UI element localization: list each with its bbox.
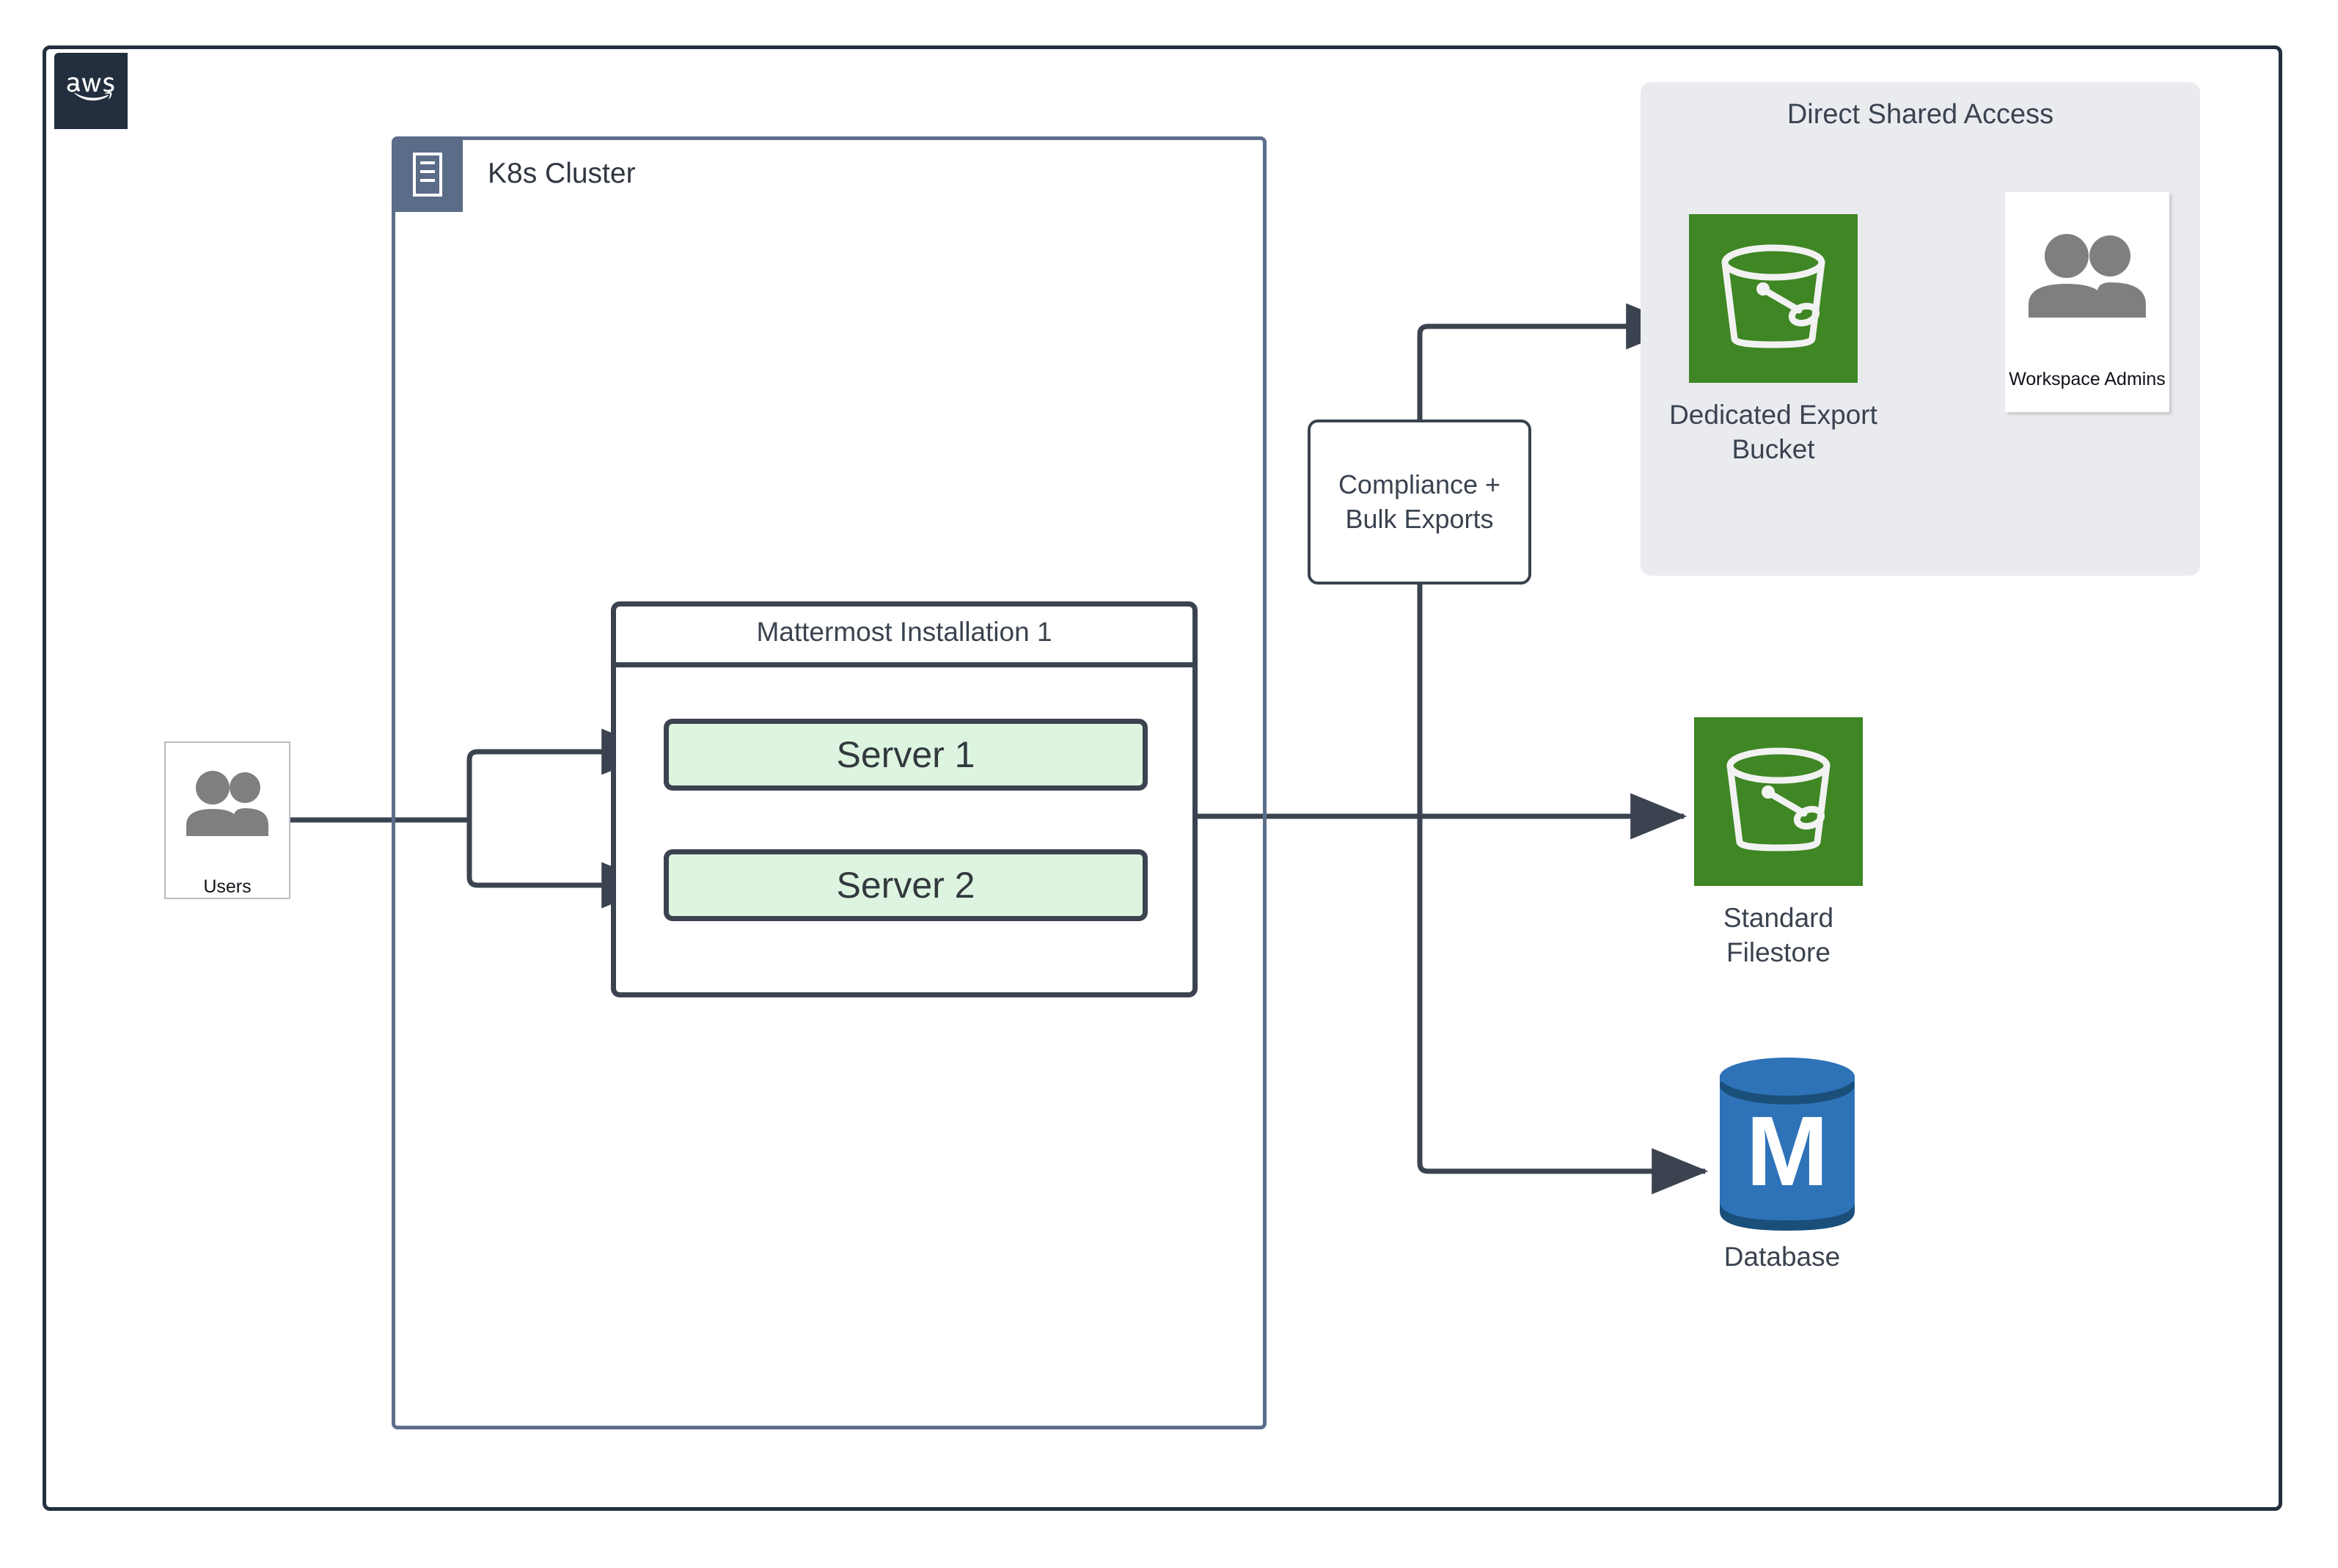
k8s-cluster-label: K8s Cluster [488,158,636,189]
aws-logo-icon [54,53,128,129]
mattermost-installation-container [611,601,1198,997]
standard-filestore-caption: Standard Filestore [1595,901,1962,970]
svg-text:M: M [1746,1096,1828,1206]
dedicated-export-bucket-line-1: Dedicated Export [1669,400,1877,430]
standard-filestore-line-1: Standard [1723,903,1834,933]
server-rack-icon [392,136,463,212]
compliance-bulk-exports-node[interactable]: Compliance + Bulk Exports [1308,420,1531,585]
standard-filestore-line-2: Filestore [1726,937,1831,968]
server-1-label: Server 1 [836,734,975,775]
s3-bucket-icon[interactable] [1694,717,1863,886]
k8s-cluster-container [392,136,1267,1429]
s3-bucket-icon[interactable] [1689,214,1858,383]
compliance-line-2: Bulk Exports [1345,503,1494,534]
database-cylinder-icon[interactable]: M [1714,1055,1861,1231]
compliance-line-1: Compliance + [1338,469,1501,500]
workspace-admins-caption: Workspace Admins [2009,369,2166,389]
server-2-label: Server 2 [836,865,975,906]
people-icon [183,769,271,836]
server-1-node[interactable]: Server 1 [664,719,1148,791]
mattermost-installation-label: Mattermost Installation 1 [756,616,1052,647]
dedicated-export-bucket-line-2: Bucket [1731,434,1815,465]
database-caption: Database [1723,1242,1841,1272]
dedicated-export-bucket-caption: Dedicated Export Bucket [1590,398,1957,467]
mattermost-installation-title-bar: Mattermost Installation 1 [611,601,1198,667]
aws-cloud-boundary [43,45,2282,1511]
users-caption: Users [203,876,252,897]
direct-shared-access-label: Direct Shared Access [1787,99,2054,130]
people-icon [2024,231,2150,318]
server-2-node[interactable]: Server 2 [664,849,1148,921]
